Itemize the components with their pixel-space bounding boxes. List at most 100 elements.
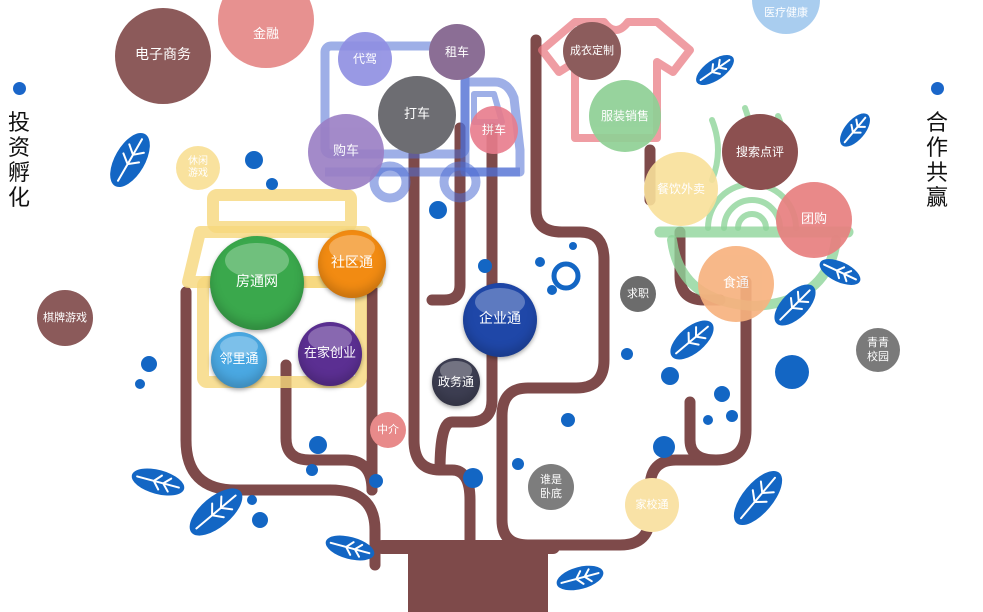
- decor-dot: [309, 436, 327, 454]
- node-xiuxian: 休闲 游戏: [176, 146, 220, 190]
- bowl-noodle-arc-3: [735, 211, 769, 231]
- leaf-vein: [117, 138, 145, 182]
- node-zuche: 租车: [429, 24, 485, 80]
- node-sousuo-label: 搜索点评: [735, 144, 784, 159]
- truck-wheel-left: [369, 161, 411, 203]
- node-fuzhuang-label: 服装销售: [600, 108, 649, 123]
- node-shitong-label: 食通: [722, 275, 749, 291]
- leaf-vein: [779, 289, 811, 321]
- leaf-vein: [136, 474, 180, 493]
- node-qiye-label: 企业通: [479, 311, 521, 328]
- node-qiuzhi: 求职: [620, 276, 656, 312]
- node-pinche: 拼车: [470, 106, 518, 154]
- dot-group: [135, 151, 809, 528]
- branch-truck-right: [426, 122, 466, 306]
- leaf-7: [131, 468, 185, 496]
- node-qipai: 棋牌游戏: [37, 290, 93, 346]
- decor-dot: [429, 201, 447, 219]
- node-jiaxiao-label: 家校通: [635, 498, 669, 512]
- left-side-dot: [12, 82, 26, 95]
- node-linli: 邻里通: [211, 332, 267, 388]
- node-qiuzhi-label: 求职: [627, 287, 649, 301]
- right-side-label-text: 合作共赢: [925, 111, 948, 211]
- leaf-8: [189, 488, 243, 536]
- leaf-vein: [195, 494, 237, 530]
- node-shequ-label: 社区通: [331, 255, 373, 272]
- decor-dot: [703, 415, 713, 425]
- left-side-label-text: 投资孵化: [7, 111, 30, 211]
- node-dache: 打车: [378, 76, 456, 154]
- branch-center: [434, 122, 498, 476]
- decor-dot: [252, 512, 268, 528]
- decor-dot: [135, 379, 145, 389]
- branch-right-low: [684, 396, 722, 466]
- leaf-vein: [740, 476, 776, 520]
- decor-dot: [478, 259, 492, 273]
- leaf-vein: [699, 58, 731, 82]
- decor-dot: [775, 355, 809, 389]
- node-fangtong-label: 房通网: [236, 274, 278, 291]
- decor-dot: [726, 410, 738, 422]
- node-chengyi-label: 成衣定制: [570, 44, 614, 58]
- node-canyin: 餐饮外卖: [644, 152, 718, 226]
- node-yiliao-label: 医疗健康: [764, 6, 808, 20]
- node-jinrong-label: 金融: [252, 26, 279, 42]
- node-canyin-label: 餐饮外卖: [656, 181, 705, 196]
- truck-outline: [320, 41, 525, 203]
- tree-branches: [180, 34, 752, 571]
- decor-dot: [463, 468, 483, 488]
- node-daijia-label: 代驾: [352, 51, 377, 66]
- node-qingqing: 青青 校园: [856, 328, 900, 372]
- node-tuangou: 团购: [776, 182, 852, 258]
- decor-dot: [512, 458, 524, 470]
- truck-wheel-right: [439, 161, 481, 203]
- decor-dot: [369, 474, 383, 488]
- node-gouche-label: 购车: [332, 143, 359, 159]
- decor-dot: [247, 495, 257, 505]
- node-pinche-label: 拼车: [481, 122, 506, 137]
- leaf-5: [774, 284, 816, 326]
- node-shuishi: 谁是 卧底: [528, 464, 574, 510]
- decor-dot: [535, 257, 545, 267]
- tree-trunk-top: [375, 540, 560, 554]
- node-zhongjie-label: 中介: [377, 423, 399, 437]
- node-daijia: 代驾: [338, 32, 392, 86]
- right-side-label: 合作共赢: [924, 82, 950, 211]
- node-gouche: 购车: [308, 114, 384, 190]
- leaf-9: [325, 535, 375, 561]
- node-fangtong: 房通网: [210, 236, 304, 330]
- leaf-4: [819, 259, 861, 285]
- decor-dot: [569, 242, 577, 250]
- node-zuche-label: 租车: [444, 44, 469, 59]
- decor-dot: [306, 464, 318, 476]
- branch-shirt: [496, 34, 610, 551]
- decor-dot: [714, 386, 730, 402]
- leaf-0: [110, 132, 150, 188]
- leaf-vein: [675, 325, 709, 355]
- node-qipai-label: 棋牌游戏: [43, 311, 87, 325]
- node-sousuo: 搜索点评: [722, 114, 798, 190]
- node-dianzi-label: 电子商务: [135, 47, 191, 64]
- branch-truck-left: [408, 132, 476, 571]
- decor-dot: [266, 178, 278, 190]
- node-xiuxian-label: 休闲 游戏: [188, 155, 208, 180]
- node-chengyi: 成衣定制: [563, 22, 621, 80]
- right-side-dot: [930, 82, 944, 95]
- leaf-2: [696, 54, 734, 86]
- decor-dot: [621, 348, 633, 360]
- truck-cab: [460, 77, 525, 177]
- leaf-6: [670, 320, 714, 360]
- leaf-vein: [843, 116, 867, 144]
- node-qiye: 企业通: [463, 283, 537, 357]
- node-zhengwu: 政务通: [432, 358, 480, 406]
- house-roof: [207, 189, 357, 233]
- leaf-group: [110, 54, 870, 591]
- node-linli-label: 邻里通: [219, 351, 259, 367]
- node-zaijia: 在家创业: [298, 322, 362, 386]
- decor-dot: [561, 413, 575, 427]
- node-fuzhuang: 服装销售: [589, 80, 661, 152]
- left-side-label: 投资孵化: [6, 82, 32, 211]
- node-dianzi: 电子商务: [115, 8, 211, 104]
- node-zaijia-label: 在家创业: [303, 345, 356, 361]
